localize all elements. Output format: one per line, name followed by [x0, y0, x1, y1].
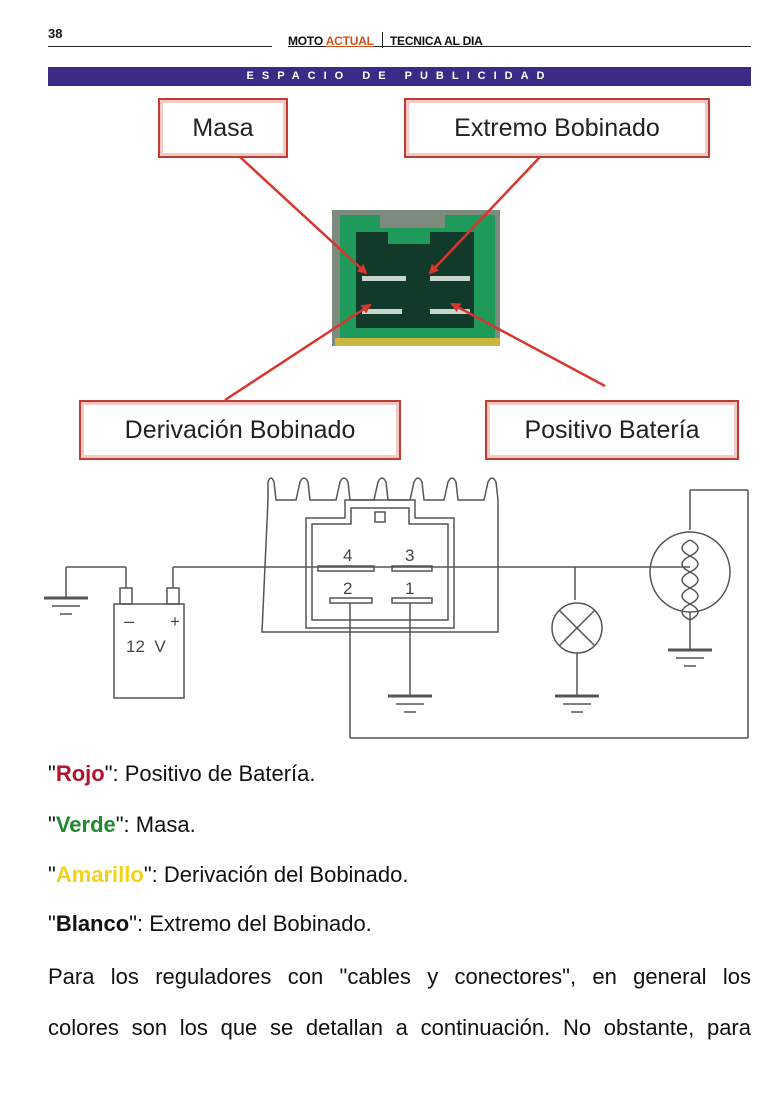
pin-1-label: 1	[405, 579, 414, 598]
wire-legend-blanco: "Blanco": Extremo del Bobinado.	[48, 911, 372, 936]
wire-color-name: Amarillo	[55, 862, 144, 887]
label-masa: Masa	[158, 98, 288, 158]
brand-moto: MOTO	[288, 34, 323, 48]
pin-3-label: 3	[405, 546, 414, 565]
regulator-diagram: 4 3 2 1 – + 12 V	[44, 156, 749, 739]
pin-2-label: 2	[343, 579, 352, 598]
section-title: TECNICA AL DIA	[389, 34, 483, 48]
battery-plus: +	[170, 612, 180, 631]
wire-description: Derivación del Bobinado.	[163, 862, 409, 887]
battery-minus: –	[124, 611, 134, 631]
pin-4-label: 4	[343, 546, 352, 565]
header-rule-left	[48, 46, 272, 47]
body-paragraph-line-1: Para los reguladores con "cables y conec…	[48, 964, 751, 989]
wire-color-name: Verde	[55, 812, 116, 837]
wire-description: Extremo del Bobinado.	[149, 911, 372, 936]
ad-banner: ESPACIO DE PUBLICIDAD	[48, 67, 751, 86]
brand-actual: ACTUAL	[325, 34, 374, 48]
wire-legend-amarillo: "Amarillo": Derivación del Bobinado.	[48, 862, 409, 887]
wire-color-name: Blanco	[55, 911, 130, 936]
wire-description: Positivo de Batería.	[124, 761, 316, 786]
masthead-separator	[381, 32, 383, 48]
masthead: MOTO ACTUAL TECNICA AL DIA	[288, 32, 483, 48]
label-positivo-bateria: Positivo Batería	[485, 400, 739, 460]
connector-photo	[332, 210, 500, 346]
battery-voltage: 12 V	[126, 637, 166, 656]
header-rule-right	[288, 46, 751, 47]
wire-description: Masa.	[135, 812, 196, 837]
label-derivacion-bobinado: Derivación Bobinado	[79, 400, 401, 460]
label-extremo-bobinado: Extremo Bobinado	[404, 98, 710, 158]
wire-color-name: Rojo	[55, 761, 105, 786]
page-number: 38	[48, 26, 63, 41]
callout-arrows	[224, 156, 606, 402]
wire-legend-rojo: "Rojo": Positivo de Batería.	[48, 761, 316, 786]
schematic-text: 4 3 2 1 – + 12 V	[124, 546, 414, 656]
body-paragraph-line-2: colores son los que se detallan a contin…	[48, 1015, 751, 1040]
wire-legend-verde: "Verde": Masa.	[48, 812, 196, 837]
circuit-wiring	[44, 489, 749, 739]
regulator-schematic	[261, 477, 499, 633]
